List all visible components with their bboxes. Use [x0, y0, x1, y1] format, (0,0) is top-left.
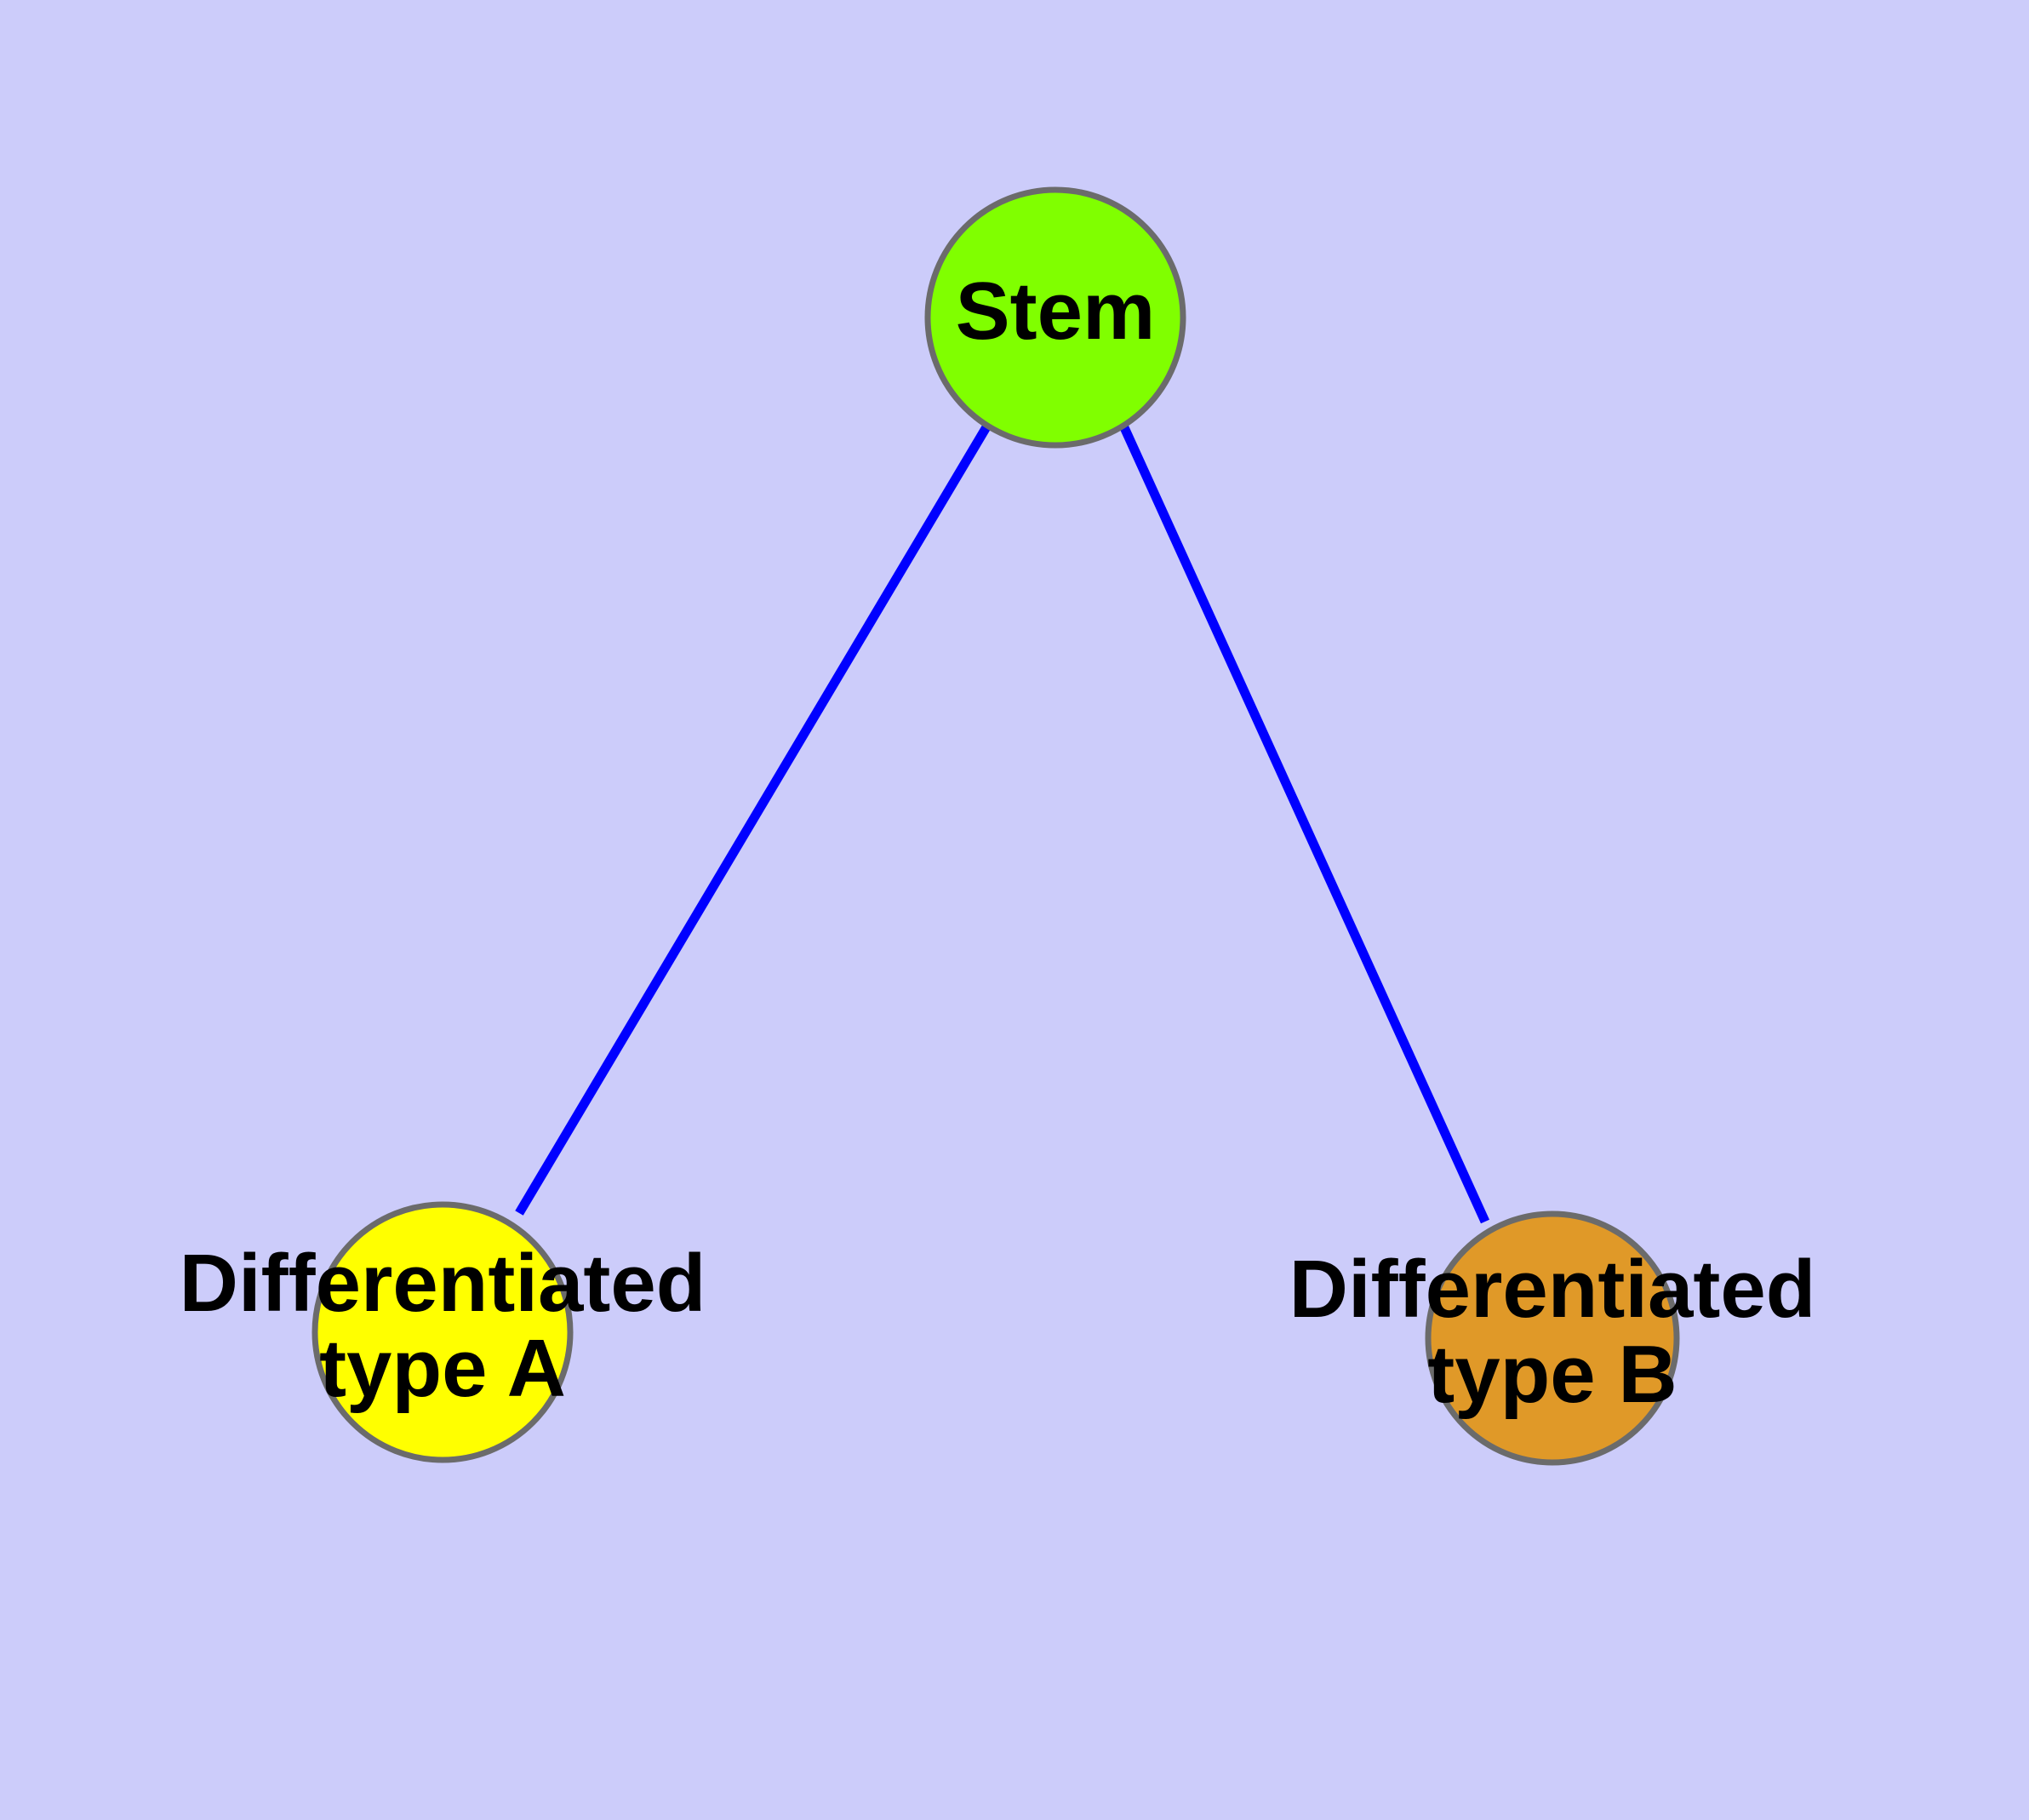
node-label-line: type A	[319, 1323, 566, 1414]
node-diff_b[interactable]	[1425, 1210, 1680, 1466]
node-stem[interactable]	[924, 186, 1186, 449]
node-label-line: type B	[1427, 1329, 1677, 1420]
nodes-layer	[311, 186, 1680, 1466]
edge-stem-to-diff-a[interactable]	[515, 423, 992, 1216]
edge-stem-to-diff-b[interactable]	[1118, 423, 1490, 1224]
node-label-line: Differentiated	[180, 1238, 706, 1329]
node-label-line: Stem	[956, 266, 1156, 357]
node-label-line: Differentiated	[1289, 1244, 1816, 1335]
node-diff_a[interactable]	[311, 1201, 574, 1463]
edges-layer	[515, 423, 1490, 1224]
node-label-stem: Stem	[956, 266, 1156, 357]
